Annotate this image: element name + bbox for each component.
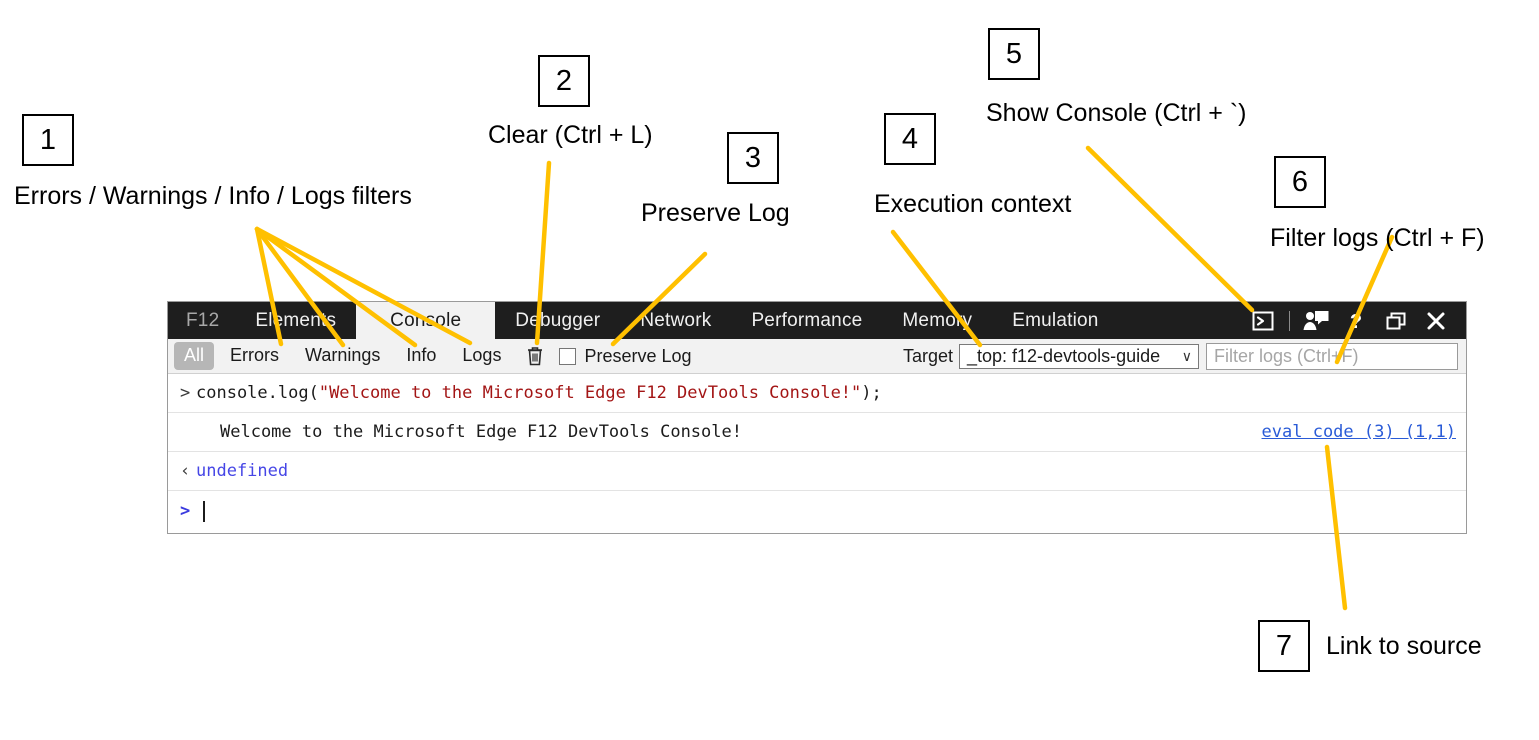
console-output: > console.log("Welcome to the Microsoft … xyxy=(168,374,1466,531)
callout-number-5: 5 xyxy=(988,28,1040,80)
tab-emulation[interactable]: Emulation xyxy=(1012,309,1099,331)
filter-button-all[interactable]: All xyxy=(174,342,215,370)
tab-performance[interactable]: Performance xyxy=(751,309,863,331)
callout-label-7: Link to source xyxy=(1326,632,1482,660)
callout-number-7: 7 xyxy=(1258,620,1310,672)
execution-context-select[interactable]: _top: f12-devtools-guide ∨ xyxy=(959,343,1199,369)
console-row-result[interactable]: ‹ undefined xyxy=(168,452,1466,491)
console-row-input[interactable]: > console.log("Welcome to the Microsoft … xyxy=(168,374,1466,413)
source-link[interactable]: eval code (3) (1,1) xyxy=(1261,422,1456,442)
execution-context-value: _top: f12-devtools-guide xyxy=(967,345,1161,366)
text-cursor xyxy=(203,500,205,522)
f12-devtools-window: F12 Elements Console Debugger Network Pe… xyxy=(167,301,1467,534)
console-output-text: Welcome to the Microsoft Edge F12 DevToo… xyxy=(220,422,742,442)
filter-logs-placeholder: Filter logs (Ctrl+F) xyxy=(1214,345,1359,366)
callout-number-4: 4 xyxy=(884,113,936,165)
callout-number-3: 3 xyxy=(727,132,779,184)
callout-label-3: Preserve Log xyxy=(641,199,790,227)
filter-button-info[interactable]: Info xyxy=(406,345,437,366)
callout-label-5: Show Console (Ctrl + `) xyxy=(986,99,1247,127)
code-suffix: ); xyxy=(861,383,882,403)
callout-number-2: 2 xyxy=(538,55,590,107)
callout-number-1: 1 xyxy=(22,114,74,166)
prompt-chevron-icon: > xyxy=(180,501,191,521)
dock-icon[interactable] xyxy=(1376,302,1416,339)
filter-button-errors[interactable]: Errors xyxy=(230,345,280,366)
console-input-code: console.log("Welcome to the Microsoft Ed… xyxy=(196,383,882,403)
filter-logs-input[interactable]: Filter logs (Ctrl+F) xyxy=(1206,342,1458,370)
devtools-window-controls: ? xyxy=(1243,302,1466,339)
filter-button-warnings[interactable]: Warnings xyxy=(305,345,381,366)
svg-text:?: ? xyxy=(1350,311,1362,332)
callout-label-4: Execution context xyxy=(874,190,1072,218)
callout-label-1: Errors / Warnings / Info / Logs filters xyxy=(14,182,412,210)
help-icon[interactable]: ? xyxy=(1336,302,1376,339)
tab-bar-spacer xyxy=(1119,302,1243,339)
code-string-literal: "Welcome to the Microsoft Edge F12 DevTo… xyxy=(318,383,862,403)
console-result-value: undefined xyxy=(196,461,289,481)
preserve-log-checkbox[interactable] xyxy=(559,347,577,365)
callout-label-2: Clear (Ctrl + L) xyxy=(488,121,653,149)
tab-f12: F12 xyxy=(186,309,220,331)
callout-number-6: 6 xyxy=(1274,156,1326,208)
tab-debugger[interactable]: Debugger xyxy=(515,309,601,331)
tab-network[interactable]: Network xyxy=(640,309,712,331)
show-console-icon[interactable] xyxy=(1243,302,1283,339)
console-toolbar: All Errors Warnings Info Logs Preserve L… xyxy=(168,339,1466,374)
result-chevron-icon: ‹ xyxy=(180,461,191,481)
input-chevron-icon: > xyxy=(180,383,191,403)
tab-memory[interactable]: Memory xyxy=(902,309,973,331)
target-label: Target xyxy=(902,345,953,366)
chevron-down-icon: ∨ xyxy=(1181,347,1192,364)
filter-button-logs[interactable]: Logs xyxy=(462,345,502,366)
trash-icon[interactable] xyxy=(525,345,545,367)
preserve-log-label[interactable]: Preserve Log xyxy=(584,345,692,366)
console-row-output[interactable]: Welcome to the Microsoft Edge F12 DevToo… xyxy=(168,413,1466,452)
callout-label-6: Filter logs (Ctrl + F) xyxy=(1270,224,1485,252)
close-icon[interactable] xyxy=(1416,302,1456,339)
leader-line-5 xyxy=(1085,145,1255,313)
console-prompt-row[interactable]: > xyxy=(168,491,1466,531)
tab-console[interactable]: Console xyxy=(356,302,496,339)
devtools-tab-bar: F12 Elements Console Debugger Network Pe… xyxy=(168,302,1466,339)
code-prefix: console.log( xyxy=(196,383,319,403)
tab-elements[interactable]: Elements xyxy=(255,309,337,331)
feedback-icon[interactable] xyxy=(1296,302,1336,339)
toolbar-separator xyxy=(1289,310,1290,331)
